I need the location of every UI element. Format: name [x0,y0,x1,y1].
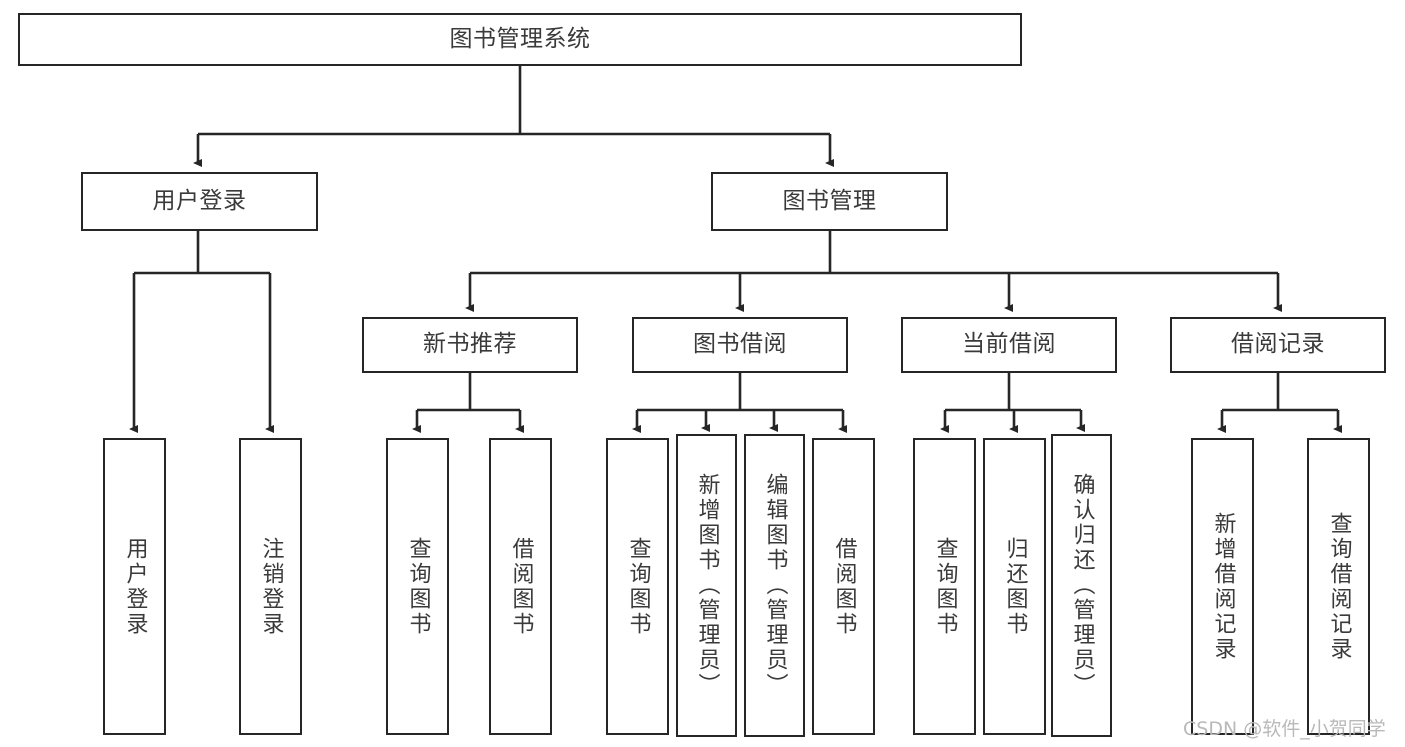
leaf-add-book[interactable]: 新增图书（管理员） [676,434,737,737]
node-book-borrow[interactable]: 图书借阅 [632,317,848,373]
node-book-manage[interactable]: 图书管理 [711,172,948,231]
leaf-query-book-2[interactable]: 查询图书 [606,438,669,735]
leaf-edit-book-label: 编辑图书（管理员） [762,473,788,698]
node-borrow-record[interactable]: 借阅记录 [1170,317,1386,373]
leaf-return-book-label: 归还图书 [1002,536,1028,637]
leaf-query-record[interactable]: 查询借阅记录 [1307,438,1370,735]
leaf-return-book[interactable]: 归还图书 [983,438,1046,735]
leaf-query-book-1-label: 查询图书 [405,536,431,637]
node-user-login[interactable]: 用户登录 [81,172,318,231]
node-book-manage-label: 图书管理 [782,187,877,214]
leaf-confirm-return[interactable]: 确认归还（管理员） [1051,434,1112,737]
leaf-confirm-return-label: 确认归还（管理员） [1069,473,1095,698]
leaf-borrow-book-1[interactable]: 借阅图书 [489,438,552,735]
node-borrow-record-label: 借阅记录 [1231,331,1325,358]
csdn-watermark: CSDN @软件_小贺同学 [1183,718,1386,740]
node-new-book-rec-label: 新书推荐 [423,331,517,358]
leaf-add-book-label: 新增图书（管理员） [694,473,720,698]
leaf-query-book-1[interactable]: 查询图书 [386,438,449,735]
leaf-query-book-3[interactable]: 查询图书 [913,438,976,735]
leaf-query-book-3-label: 查询图书 [932,536,958,637]
leaf-user-login-label: 用户登录 [122,536,148,637]
leaf-add-record-label: 新增借阅记录 [1210,511,1236,662]
leaf-query-record-label: 查询借阅记录 [1326,511,1352,662]
node-root-label: 图书管理系统 [449,25,591,52]
node-current-borrow[interactable]: 当前借阅 [901,317,1117,373]
node-current-borrow-label: 当前借阅 [962,331,1056,358]
leaf-query-book-2-label: 查询图书 [625,536,651,637]
node-new-book-rec[interactable]: 新书推荐 [362,317,578,373]
leaf-borrow-book-2[interactable]: 借阅图书 [812,438,875,735]
node-root[interactable]: 图书管理系统 [18,13,1022,66]
node-user-login-label: 用户登录 [152,187,247,214]
leaf-logout[interactable]: 注销登录 [239,438,302,735]
leaf-logout-label: 注销登录 [258,536,284,637]
node-book-borrow-label: 图书借阅 [693,331,787,358]
leaf-borrow-book-2-label: 借阅图书 [831,536,857,637]
leaf-borrow-book-1-label: 借阅图书 [508,536,534,637]
leaf-edit-book[interactable]: 编辑图书（管理员） [744,434,805,737]
leaf-add-record[interactable]: 新增借阅记录 [1191,438,1254,735]
leaf-user-login[interactable]: 用户登录 [103,438,166,735]
